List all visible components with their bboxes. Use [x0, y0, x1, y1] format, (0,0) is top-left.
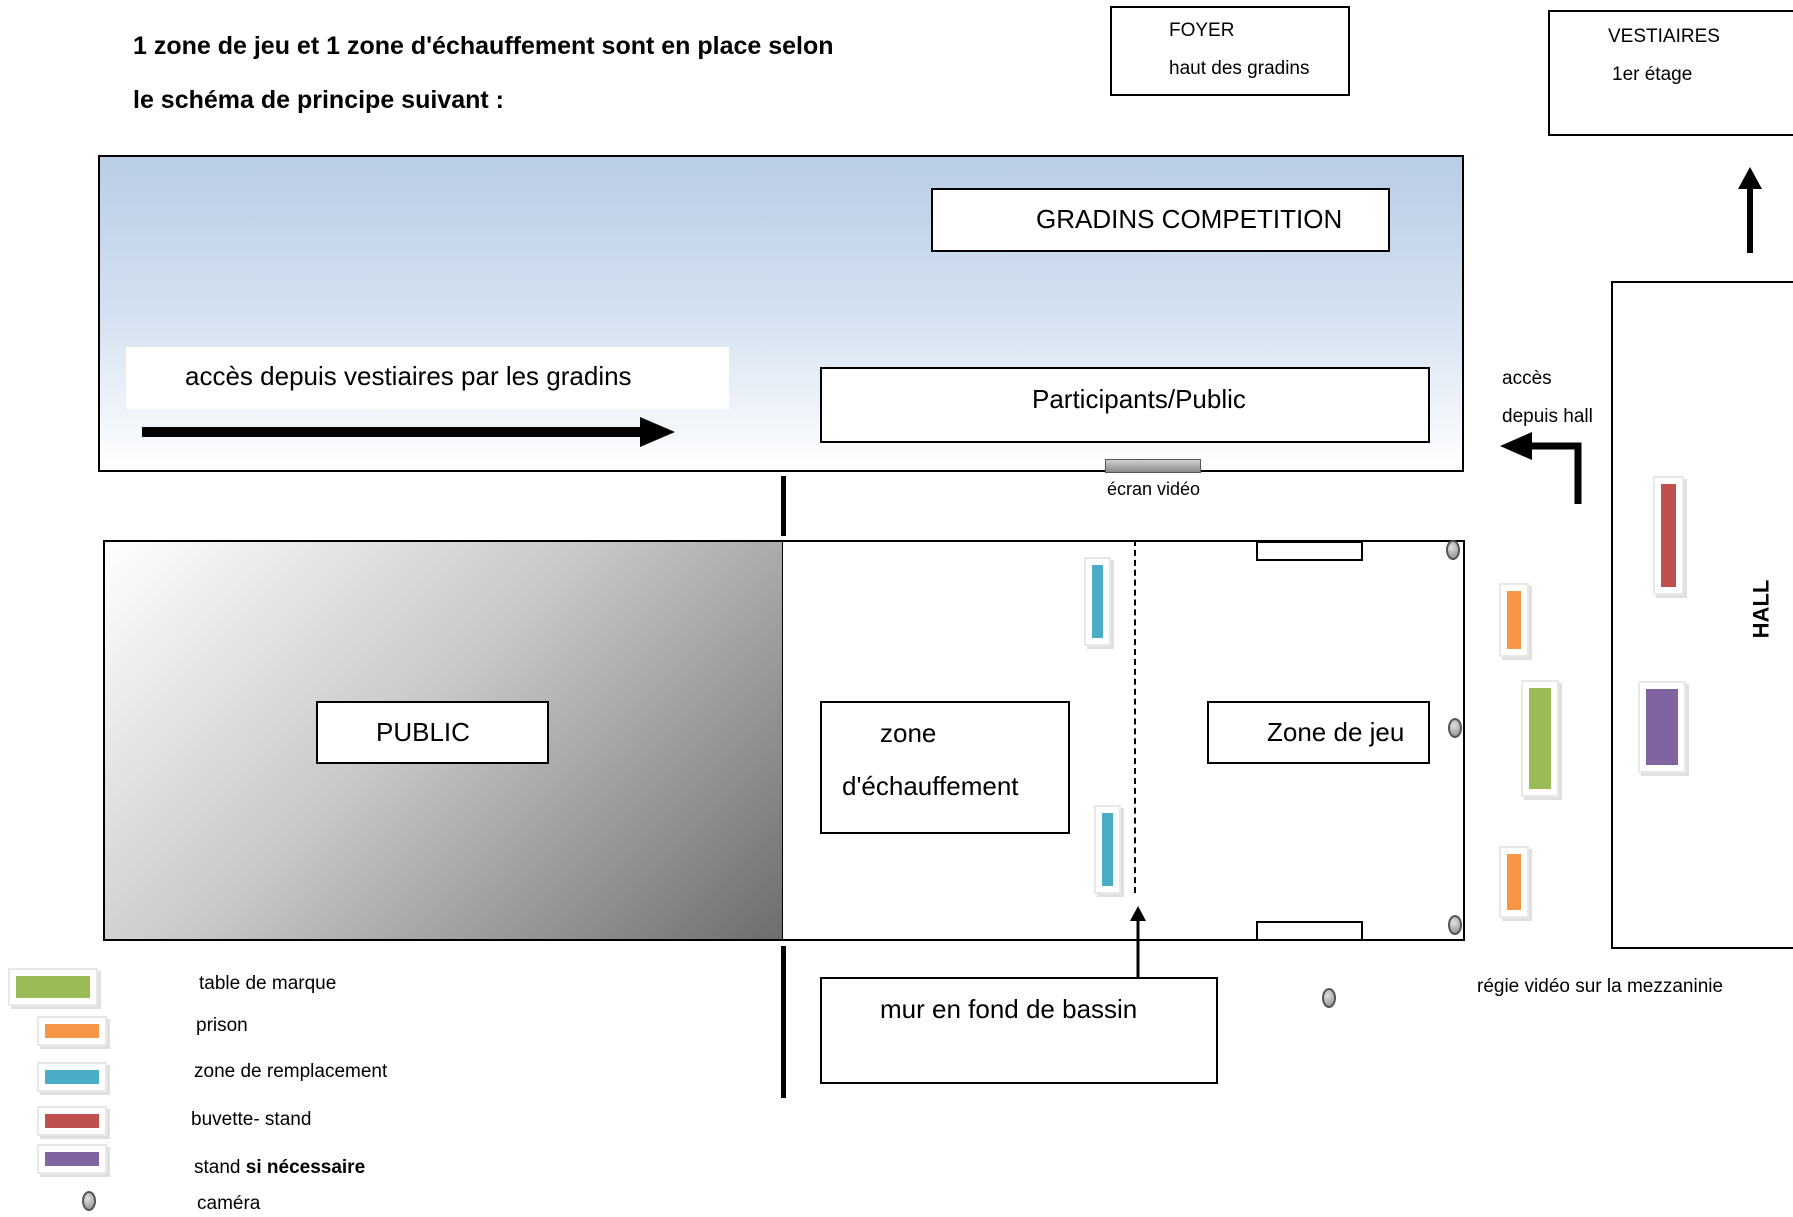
legend-swatch-scoring-table — [8, 968, 98, 1006]
legend-swatch-prison — [37, 1016, 107, 1046]
warmup-line-1: zone — [880, 718, 937, 748]
screen-label: écran vidéo — [1107, 479, 1201, 499]
warmup-line-2: d'échauffement — [842, 771, 1019, 801]
participants-label: Participants/Public — [1032, 384, 1246, 414]
foyer-title: FOYER — [1169, 20, 1235, 41]
legend-stand-bold: si nécessaire — [245, 1157, 366, 1178]
game-zone-box: Zone de jeu — [1207, 701, 1430, 764]
legend-substitution: zone de remplacement — [194, 1061, 388, 1082]
access-label: accès depuis vestiaires par les gradins — [185, 361, 632, 391]
camera-icon — [1322, 988, 1336, 1008]
buvette-stand — [1653, 476, 1684, 595]
hall-access-line-2: depuis hall — [1502, 406, 1593, 427]
goal-top — [1256, 541, 1363, 561]
hall-area — [1611, 281, 1793, 949]
legend-swatch-substitution — [37, 1062, 107, 1092]
substitution-zone-top — [1084, 557, 1111, 646]
back-wall-label: mur en fond de bassin — [880, 994, 1138, 1024]
gradins-title: GRADINS COMPETITION — [1036, 204, 1343, 234]
legend-scoring-table: table de marque — [199, 973, 337, 994]
heading-line-1: 1 zone de jeu et 1 zone d'échauffement s… — [133, 32, 834, 60]
hall-label: HALL — [1748, 579, 1774, 639]
hall-access-arrow-icon — [1500, 432, 1582, 504]
back-wall-box: mur en fond de bassin — [820, 977, 1218, 1084]
video-screen — [1105, 459, 1201, 473]
back-wall-arrow-icon — [1130, 906, 1146, 979]
prison-bottom — [1499, 846, 1529, 918]
vestiaires-title: VESTIAIRES — [1608, 26, 1720, 47]
divider-line-top — [781, 476, 786, 536]
stand-optional — [1638, 681, 1686, 773]
participants-box: Participants/Public — [820, 367, 1430, 443]
goal-bottom — [1256, 921, 1363, 941]
legend-swatch-stand — [37, 1144, 107, 1174]
heading-line-2: le schéma de principe suivant : — [133, 86, 504, 114]
legend-buvette: buvette- stand — [191, 1109, 312, 1130]
substitution-zone-bottom — [1094, 805, 1121, 894]
legend-stand-prefix: stand — [194, 1157, 246, 1178]
center-line — [1134, 540, 1136, 893]
game-zone-label: Zone de jeu — [1267, 717, 1405, 747]
warmup-box: zone d'échauffement — [820, 701, 1070, 834]
up-arrow-icon — [1738, 167, 1762, 253]
access-label-box: accès depuis vestiaires par les gradins — [126, 347, 729, 409]
foyer-box: FOYER haut des gradins — [1110, 6, 1350, 96]
divider-line-bottom — [781, 946, 786, 1098]
hall-access-line-1: accès — [1502, 368, 1552, 389]
public-label: PUBLIC — [376, 717, 470, 747]
camera-icon — [1448, 915, 1462, 935]
legend-camera: caméra — [197, 1193, 261, 1214]
public-label-box: PUBLIC — [316, 701, 549, 764]
foyer-subtitle: haut des gradins — [1169, 58, 1310, 79]
legend-stand: stand si nécessaire — [194, 1157, 365, 1179]
vestiaires-subtitle: 1er étage — [1612, 64, 1693, 85]
gradins-title-box: GRADINS COMPETITION — [931, 188, 1390, 252]
camera-icon — [1448, 718, 1462, 738]
right-arrow-icon — [142, 417, 675, 447]
regie-label: régie vidéo sur la mezzaninie — [1477, 976, 1724, 997]
legend-swatch-buvette — [37, 1106, 107, 1136]
camera-icon — [1446, 540, 1460, 560]
vestiaires-box: VESTIAIRES 1er étage — [1548, 10, 1793, 136]
scoring-table — [1521, 680, 1559, 797]
prison-top — [1499, 583, 1529, 657]
legend-prison: prison — [196, 1015, 248, 1036]
legend-camera-icon — [82, 1191, 96, 1211]
